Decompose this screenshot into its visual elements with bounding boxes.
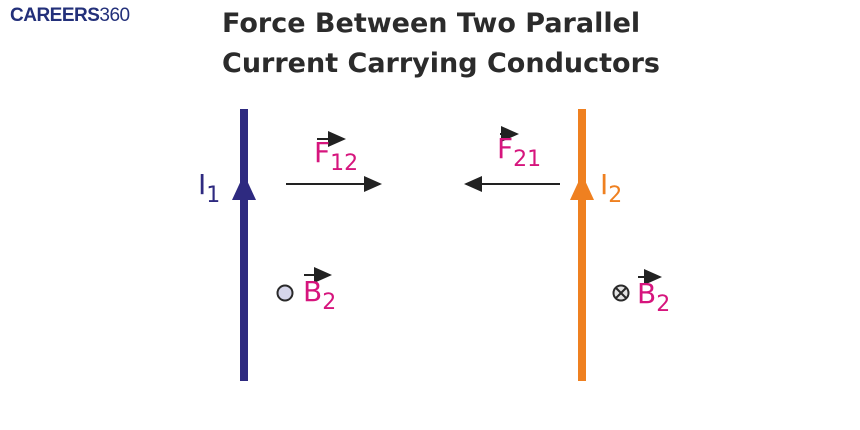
field-out-of-page-dot-icon xyxy=(276,284,294,302)
current-label-i1: I1 xyxy=(198,168,221,208)
field-label-b2-left: B2 xyxy=(303,275,337,315)
force-label-f21: F21 xyxy=(497,132,542,172)
title-line-2: Current Carrying Conductors xyxy=(222,48,660,79)
conductor-2 xyxy=(570,109,594,381)
careers360-logo: CAREERS360 xyxy=(10,5,130,27)
logo-light-text: 360 xyxy=(99,5,130,26)
field-into-page-cross-icon xyxy=(612,284,630,302)
diagram-title: Force Between Two Parallel Current Carry… xyxy=(222,4,660,84)
current-label-i2: I2 xyxy=(600,168,623,208)
logo-bold-text: CAREERS xyxy=(10,5,100,26)
field-label-b2-right: B2 xyxy=(637,277,671,317)
conductor-1 xyxy=(232,109,256,381)
current-arrow-up-icon xyxy=(570,174,594,200)
title-line-1: Force Between Two Parallel xyxy=(222,8,641,39)
force-label-f12: F12 xyxy=(314,136,359,176)
current-arrow-up-icon xyxy=(232,174,256,200)
